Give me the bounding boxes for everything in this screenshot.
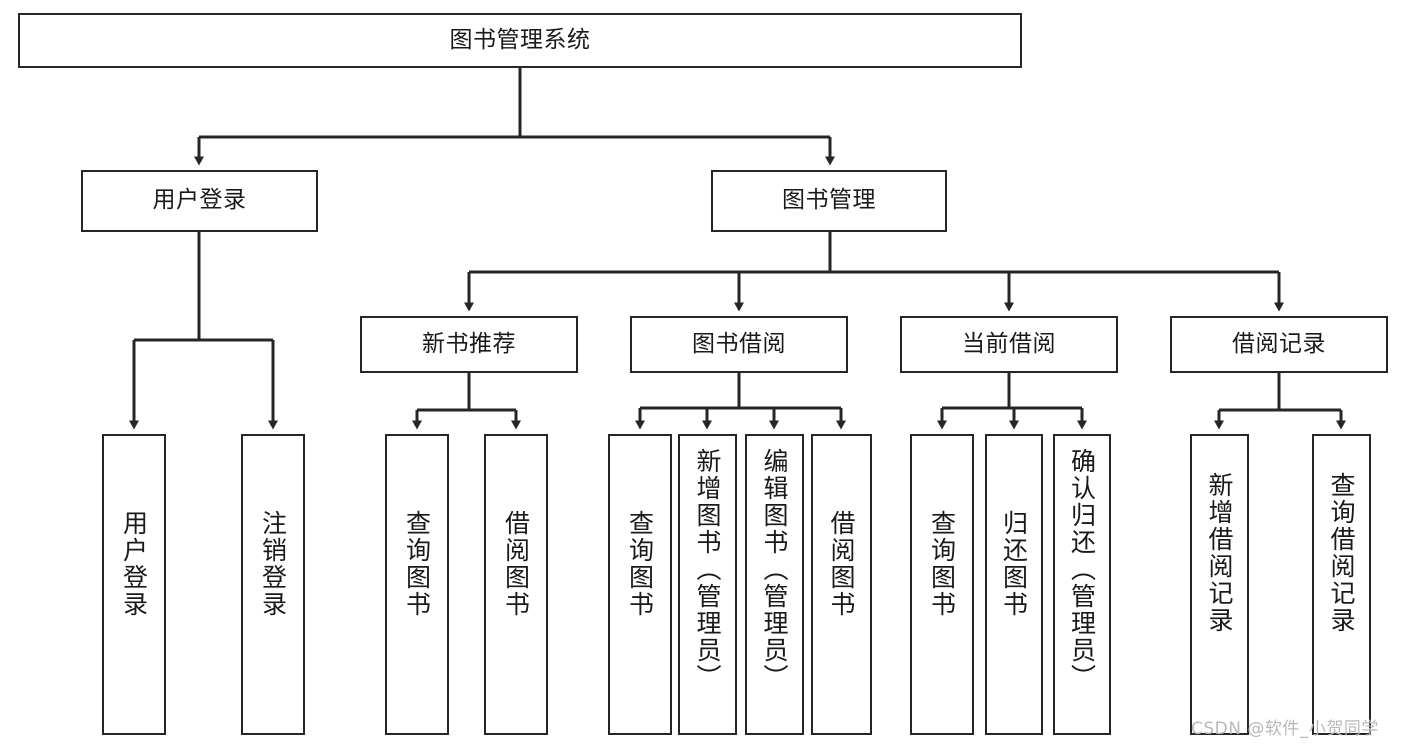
node-current-borrow[interactable]: 当前借阅 bbox=[900, 316, 1118, 373]
node-leaf-borrow-book-rec[interactable]: 借阅图书 bbox=[484, 434, 548, 735]
node-leaf-edit-book-admin[interactable]: 编辑图书（管理员） bbox=[745, 434, 804, 735]
node-leaf-query-borrow-record-label: 查询借阅记录 bbox=[1327, 472, 1356, 634]
node-root-label: 图书管理系统 bbox=[449, 26, 591, 53]
node-book-borrow[interactable]: 图书借阅 bbox=[630, 316, 848, 373]
node-leaf-query-borrow-record[interactable]: 查询借阅记录 bbox=[1312, 434, 1371, 735]
node-book-manage[interactable]: 图书管理 bbox=[711, 170, 947, 232]
node-new-book-recommend[interactable]: 新书推荐 bbox=[360, 316, 578, 373]
node-leaf-add-borrow-record[interactable]: 新增借阅记录 bbox=[1190, 434, 1249, 735]
node-leaf-confirm-return-admin-label: 确认归还（管理员） bbox=[1067, 448, 1097, 691]
node-leaf-return-book-label: 归还图书 bbox=[999, 510, 1029, 618]
node-user-login-label: 用户登录 bbox=[152, 187, 247, 214]
node-borrow-record-label: 借阅记录 bbox=[1232, 330, 1326, 357]
node-leaf-user-logout-label: 注销登录 bbox=[258, 510, 288, 618]
node-leaf-borrow-book[interactable]: 借阅图书 bbox=[811, 434, 872, 735]
node-leaf-user-login-label: 用户登录 bbox=[119, 510, 149, 618]
node-leaf-edit-book-admin-label: 编辑图书（管理员） bbox=[760, 448, 789, 691]
node-leaf-query-book-current[interactable]: 查询图书 bbox=[910, 434, 974, 735]
node-current-borrow-label: 当前借阅 bbox=[962, 330, 1056, 357]
node-borrow-record[interactable]: 借阅记录 bbox=[1170, 316, 1388, 373]
node-leaf-confirm-return-admin[interactable]: 确认归还（管理员） bbox=[1053, 434, 1111, 735]
node-leaf-return-book[interactable]: 归还图书 bbox=[985, 434, 1043, 735]
node-new-book-recommend-label: 新书推荐 bbox=[422, 330, 516, 357]
node-leaf-query-book-borrow-label: 查询图书 bbox=[625, 510, 655, 618]
watermark-text: CSDN @软件_小贺同学 bbox=[1191, 719, 1379, 739]
node-book-manage-label: 图书管理 bbox=[782, 187, 876, 214]
node-leaf-user-logout[interactable]: 注销登录 bbox=[241, 434, 305, 735]
node-book-borrow-label: 图书借阅 bbox=[692, 330, 786, 357]
node-leaf-add-book-admin-label: 新增图书（管理员） bbox=[693, 448, 722, 691]
node-leaf-add-book-admin[interactable]: 新增图书（管理员） bbox=[678, 434, 737, 735]
node-root[interactable]: 图书管理系统 bbox=[18, 13, 1022, 68]
node-leaf-borrow-book-label: 借阅图书 bbox=[827, 510, 856, 618]
node-leaf-user-login[interactable]: 用户登录 bbox=[102, 434, 166, 735]
node-leaf-query-book-rec[interactable]: 查询图书 bbox=[385, 434, 449, 735]
node-leaf-query-book-rec-label: 查询图书 bbox=[402, 510, 432, 618]
node-user-login[interactable]: 用户登录 bbox=[81, 170, 318, 232]
node-leaf-borrow-book-rec-label: 借阅图书 bbox=[501, 510, 531, 618]
node-leaf-add-borrow-record-label: 新增借阅记录 bbox=[1205, 472, 1234, 634]
node-leaf-query-book-borrow[interactable]: 查询图书 bbox=[608, 434, 672, 735]
node-leaf-query-book-current-label: 查询图书 bbox=[927, 510, 957, 618]
